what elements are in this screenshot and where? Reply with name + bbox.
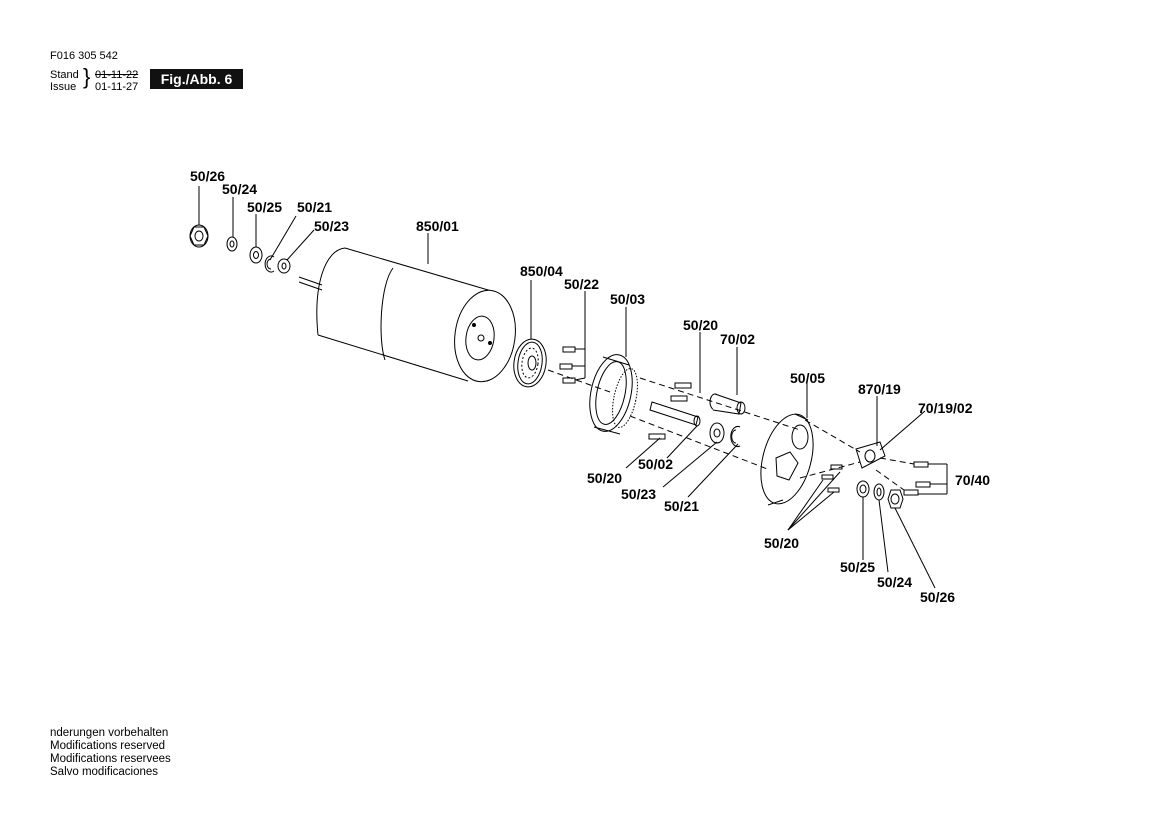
circlip-part-left <box>264 255 275 273</box>
callout-label: 50/25 <box>840 559 875 575</box>
shaft-part <box>649 401 701 427</box>
callout-label: 50/24 <box>222 181 257 197</box>
screw-set-70-40 <box>903 461 931 496</box>
callout-label: 50/24 <box>877 574 912 590</box>
callout-label: 50/25 <box>247 199 282 215</box>
stand-label: Stand <box>50 69 79 81</box>
callout-label: 50/26 <box>190 168 225 184</box>
callout-label: 50/20 <box>683 317 718 333</box>
callout-label: 50/05 <box>790 370 825 386</box>
stand-date: 01-11-22 <box>95 69 139 81</box>
figure-label: Fig./Abb. 6 <box>150 69 243 89</box>
nut-part-right <box>887 489 904 509</box>
callout-label: 50/22 <box>564 276 599 292</box>
washer-part-right-1 <box>856 480 870 498</box>
ring-gear-part <box>589 354 638 435</box>
bearing-plate-part <box>760 413 814 506</box>
washer-part-left-2 <box>249 246 263 264</box>
footer-notice: nderungen vorbehalten Modifications rese… <box>50 727 171 779</box>
callout-label: 50/20 <box>764 535 799 551</box>
callout-label: 50/02 <box>638 456 673 472</box>
circlip-part-middle <box>730 426 741 447</box>
pinion-part <box>709 393 746 415</box>
brace-icon: } <box>83 64 91 89</box>
footer-line: Salvo modificaciones <box>50 766 159 778</box>
callout-label: 50/03 <box>610 291 645 307</box>
callout-label: 850/01 <box>416 218 459 234</box>
motor-shaft <box>298 276 323 286</box>
callout-label: 70/02 <box>720 331 755 347</box>
callout-label: 50/23 <box>314 218 349 234</box>
leader-lines <box>198 186 948 589</box>
part-number: F016 305 542 <box>50 50 118 62</box>
callout-label: 50/23 <box>621 486 656 502</box>
callout-label: 70/19/02 <box>918 400 973 416</box>
footer-line: nderungen vorbehalten <box>50 727 169 739</box>
callout-label: 50/20 <box>587 470 622 486</box>
screw-set-50-22 <box>559 346 576 384</box>
issue-label: Issue <box>50 81 77 93</box>
callout-label: 850/04 <box>520 263 563 279</box>
nut-part-left <box>189 224 209 248</box>
bracket-part <box>855 441 886 469</box>
washer-part-left-3 <box>277 258 291 274</box>
motor-housing <box>316 247 516 383</box>
footer-line: Modifications reserved <box>50 740 166 752</box>
washer-part-middle <box>709 422 725 444</box>
callout-label: 50/21 <box>297 199 332 215</box>
footer-line: Modifications reservees <box>50 753 171 765</box>
callout-label: 50/21 <box>664 498 699 514</box>
callout-label: 70/40 <box>955 472 990 488</box>
gear-part <box>513 338 547 388</box>
screw-set-50-20-upper <box>670 382 692 402</box>
callout-label: 50/26 <box>920 589 955 605</box>
screw-part-lower <box>648 433 666 440</box>
washer-part-left-1 <box>226 236 238 252</box>
issue-date: 01-11-27 <box>95 81 139 93</box>
callout-label: 870/19 <box>858 381 901 397</box>
callout-labels: 50/26 50/24 50/25 50/21 50/23 850/01 850… <box>190 168 990 605</box>
assembly-lines <box>547 369 915 491</box>
washer-part-right-2 <box>873 483 885 501</box>
